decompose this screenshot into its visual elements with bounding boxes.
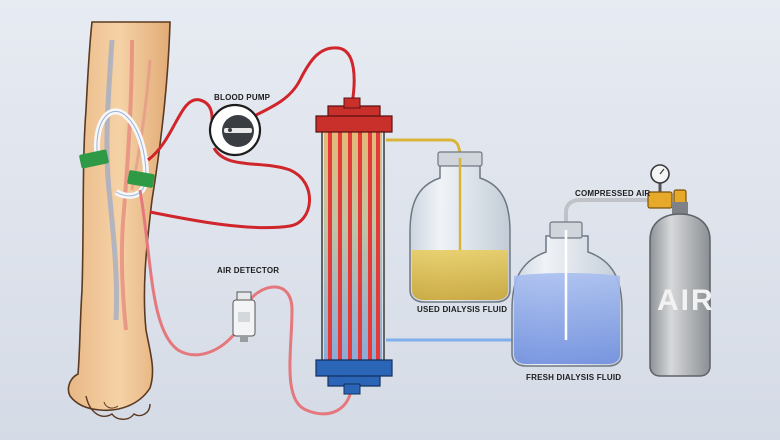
fresh-fluid-jug [511, 221, 623, 367]
fresh-fluid-label: FRESH DIALYSIS FLUID [526, 373, 622, 382]
arm-illustration [67, 21, 171, 420]
tube-clamp-icon [127, 170, 155, 188]
air-detector-icon[interactable] [232, 291, 256, 342]
dialyzer-fibers [328, 128, 380, 364]
dialyzer [315, 97, 393, 395]
used-fluid-jug [409, 151, 511, 303]
tank-label: AIR [657, 284, 715, 317]
venous-tube [138, 189, 238, 357]
air-tank [649, 202, 711, 377]
compressed-air-tube [564, 198, 650, 224]
pump-to-dialyzer-tube [249, 46, 356, 120]
compressed-air-label: COMPRESSED AIR [575, 189, 651, 198]
detector-to-dialyzer-tube [248, 285, 354, 416]
vein-blue [104, 39, 120, 321]
air-detector-label: AIR DETECTOR [217, 266, 280, 275]
dialyzer-top-cap [315, 105, 393, 133]
hand-fingers [85, 395, 151, 420]
rotary-pump-icon[interactable] [208, 103, 262, 157]
tube-clamp-icon [79, 149, 109, 169]
vein-red [119, 39, 134, 331]
pressure-gauge-icon [647, 164, 687, 209]
pump-return-tube [149, 147, 311, 230]
blood-pump-label: BLOOD PUMP [214, 93, 271, 102]
arterial-tube [147, 98, 214, 162]
used-fluid-label: USED DIALYSIS FLUID [417, 305, 508, 314]
used-fluid-level [412, 250, 508, 300]
tubing [138, 46, 650, 416]
arm [67, 21, 171, 412]
dialyzer-bottom-cap [315, 359, 393, 387]
